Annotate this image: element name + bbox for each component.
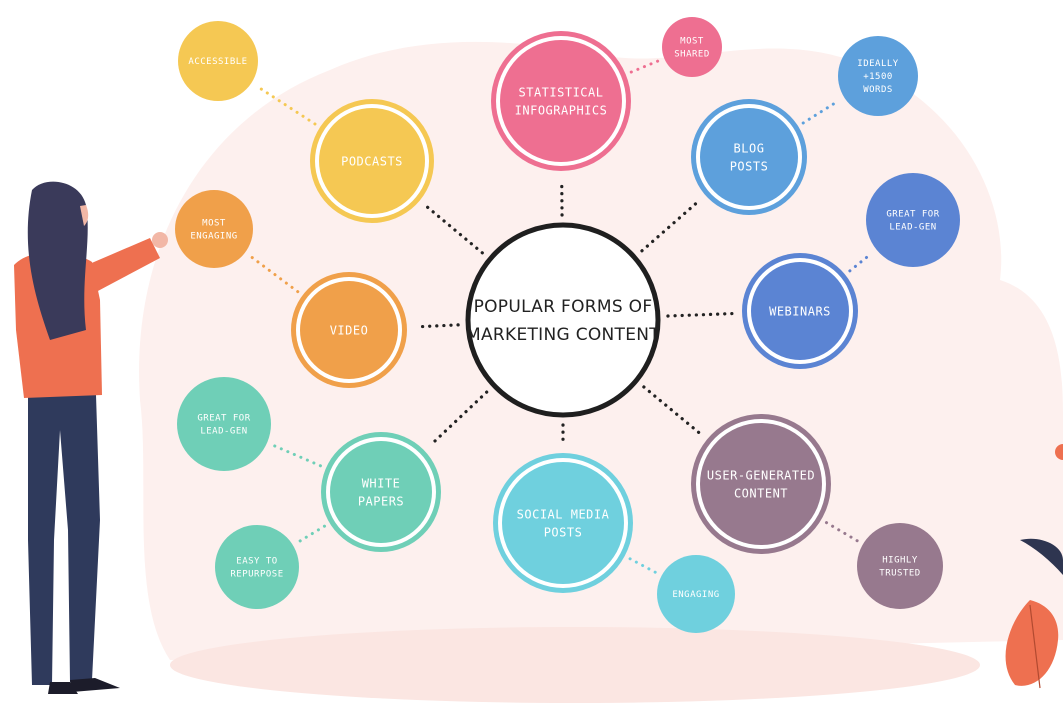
- attribute-node-easy-to-repurpose: EASY TO REPURPOSE: [215, 525, 299, 609]
- attribute-node-great-for-lead-gen-webinars: GREAT FOR LEAD-GEN: [866, 173, 960, 267]
- leaf-decoration: [1005, 444, 1063, 689]
- attribute-label-easy-to-repurpose-line-1: EASY TO: [236, 557, 277, 567]
- connector-center-white-papers: [430, 390, 489, 446]
- attribute-label-ideally-1500-words-line-2: +1500: [863, 72, 893, 82]
- connector-blog-posts-ideally-1500-words: [801, 98, 841, 125]
- topic-label-white-papers-line-2: PAPERS: [358, 494, 404, 508]
- attribute-node-engaging: ENGAGING: [657, 555, 735, 633]
- topic-node-statistical-infographics: STATISTICAL INFOGRAPHICS: [491, 31, 631, 171]
- topic-label-statistical-infographics-line-2: INFOGRAPHICS: [515, 103, 608, 117]
- topic-node-webinars: WEBINARS: [742, 253, 858, 369]
- center-title-line-2: MARKETING CONTENT: [466, 325, 660, 345]
- connector-white-papers-great-for-lead-gen-papers: [271, 443, 322, 468]
- center-title-line-1: POPULAR FORMS OF: [474, 297, 653, 317]
- topic-node-podcasts: PODCASTS: [310, 99, 434, 223]
- attribute-connectors: [248, 59, 874, 575]
- topic-label-blog-posts-line-1: BLOG: [734, 141, 765, 155]
- floor-ellipse: [170, 627, 980, 703]
- topic-nodes: STATISTICAL INFOGRAPHICS BLOG POSTS WEBINARS…: [291, 31, 858, 593]
- attribute-node-great-for-lead-gen-papers: GREAT FOR LEAD-GEN: [177, 377, 271, 471]
- attribute-disc-ideally-1500-words: [838, 36, 918, 116]
- topic-disc-webinars: [751, 262, 849, 360]
- attribute-disc-highly-trusted: [857, 523, 943, 609]
- attribute-disc-great-for-lead-gen-papers: [177, 377, 271, 471]
- connector-center-user-generated-content: [642, 385, 701, 435]
- topic-label-user-generated-content-line-1: USER-GENERATED: [707, 468, 815, 482]
- topic-disc-statistical-infographics: [500, 40, 622, 162]
- topic-node-video: VIDEO: [291, 272, 407, 388]
- attribute-label-great-for-lead-gen-webinars-line-1: GREAT FOR: [886, 210, 939, 220]
- attribute-label-most-shared-line-2: SHARED: [674, 50, 710, 60]
- topic-disc-podcasts: [319, 108, 425, 214]
- topic-label-webinars-line-1: WEBINARS: [769, 304, 831, 318]
- attribute-label-most-engaging-line-1: MOST: [202, 219, 226, 229]
- connector-white-papers-easy-to-repurpose: [296, 524, 327, 544]
- topic-label-blog-posts-line-2: POSTS: [730, 159, 769, 173]
- attribute-label-ideally-1500-words-line-1: IDEALLY: [857, 59, 899, 69]
- topic-label-user-generated-content-line-2: CONTENT: [734, 486, 788, 500]
- connector-center-podcasts: [425, 205, 484, 255]
- topic-disc-social-media-posts: [502, 462, 624, 584]
- connector-video-most-engaging: [248, 254, 300, 294]
- attribute-label-most-engaging-line-2: ENGAGING: [190, 232, 237, 242]
- attribute-label-ideally-1500-words-line-3: WORDS: [863, 85, 893, 95]
- attribute-label-most-shared-line-1: MOST: [680, 37, 704, 47]
- attribute-disc-most-engaging: [175, 190, 253, 268]
- attribute-label-great-for-lead-gen-papers-line-1: GREAT FOR: [197, 414, 250, 424]
- attribute-node-accessible: ACCESSIBLE: [178, 21, 258, 101]
- connector-center-blog-posts: [640, 200, 700, 253]
- attribute-label-easy-to-repurpose-line-2: REPURPOSE: [230, 570, 283, 580]
- attribute-disc-accessible: [178, 21, 258, 101]
- attribute-disc-great-for-lead-gen-webinars: [866, 173, 960, 267]
- attribute-label-accessible-line-1: ACCESSIBLE: [188, 57, 247, 67]
- topic-disc-user-generated-content: [700, 423, 822, 545]
- topic-label-social-media-posts-line-2: POSTS: [544, 525, 583, 539]
- attribute-label-great-for-lead-gen-webinars-line-2: LEAD-GEN: [889, 223, 936, 233]
- topic-disc-video: [300, 281, 398, 379]
- topic-node-white-papers: WHITE PAPERS: [321, 432, 441, 552]
- topic-node-social-media-posts: SOCIAL MEDIA POSTS: [493, 453, 633, 593]
- topic-label-statistical-infographics-line-1: STATISTICAL: [519, 85, 604, 99]
- attribute-node-most-engaging: MOST ENGAGING: [175, 190, 253, 268]
- connector-statistical-infographics-most-shared: [629, 59, 661, 74]
- attribute-disc-easy-to-repurpose: [215, 525, 299, 609]
- connector-center-video: [415, 323, 460, 329]
- topic-node-user-generated-content: USER-GENERATED CONTENT: [691, 414, 831, 554]
- connector-webinars-great-for-lead-gen-webinars: [848, 251, 874, 273]
- attribute-node-most-shared: MOST SHARED: [662, 17, 722, 77]
- attribute-label-highly-trusted-line-1: HIGHLY: [882, 556, 918, 566]
- topic-node-blog-posts: BLOG POSTS: [691, 99, 807, 215]
- woman-illustration: [14, 181, 168, 694]
- center-node: POPULAR FORMS OF MARKETING CONTENT: [465, 222, 661, 418]
- attribute-label-highly-trusted-line-2: TRUSTED: [879, 569, 920, 579]
- connector-social-media-posts-engaging: [628, 557, 658, 575]
- topic-label-podcasts-line-1: PODCASTS: [341, 154, 403, 168]
- attribute-label-engaging-line-1: ENGAGING: [672, 590, 719, 600]
- topic-disc-white-papers: [330, 441, 432, 543]
- attribute-label-great-for-lead-gen-papers-line-2: LEAD-GEN: [200, 427, 247, 437]
- topic-label-white-papers-line-1: WHITE: [362, 476, 401, 490]
- center-connectors: [415, 179, 734, 446]
- attribute-disc-most-shared: [662, 17, 722, 77]
- connector-podcasts-accessible: [255, 84, 317, 126]
- attribute-disc-engaging: [657, 555, 735, 633]
- topic-label-video-line-1: VIDEO: [330, 323, 369, 337]
- attribute-node-highly-trusted: HIGHLY TRUSTED: [857, 523, 943, 609]
- connector-user-generated-content-highly-trusted: [824, 521, 860, 543]
- topic-label-social-media-posts-line-1: SOCIAL MEDIA: [517, 507, 610, 521]
- topic-disc-blog-posts: [700, 108, 798, 206]
